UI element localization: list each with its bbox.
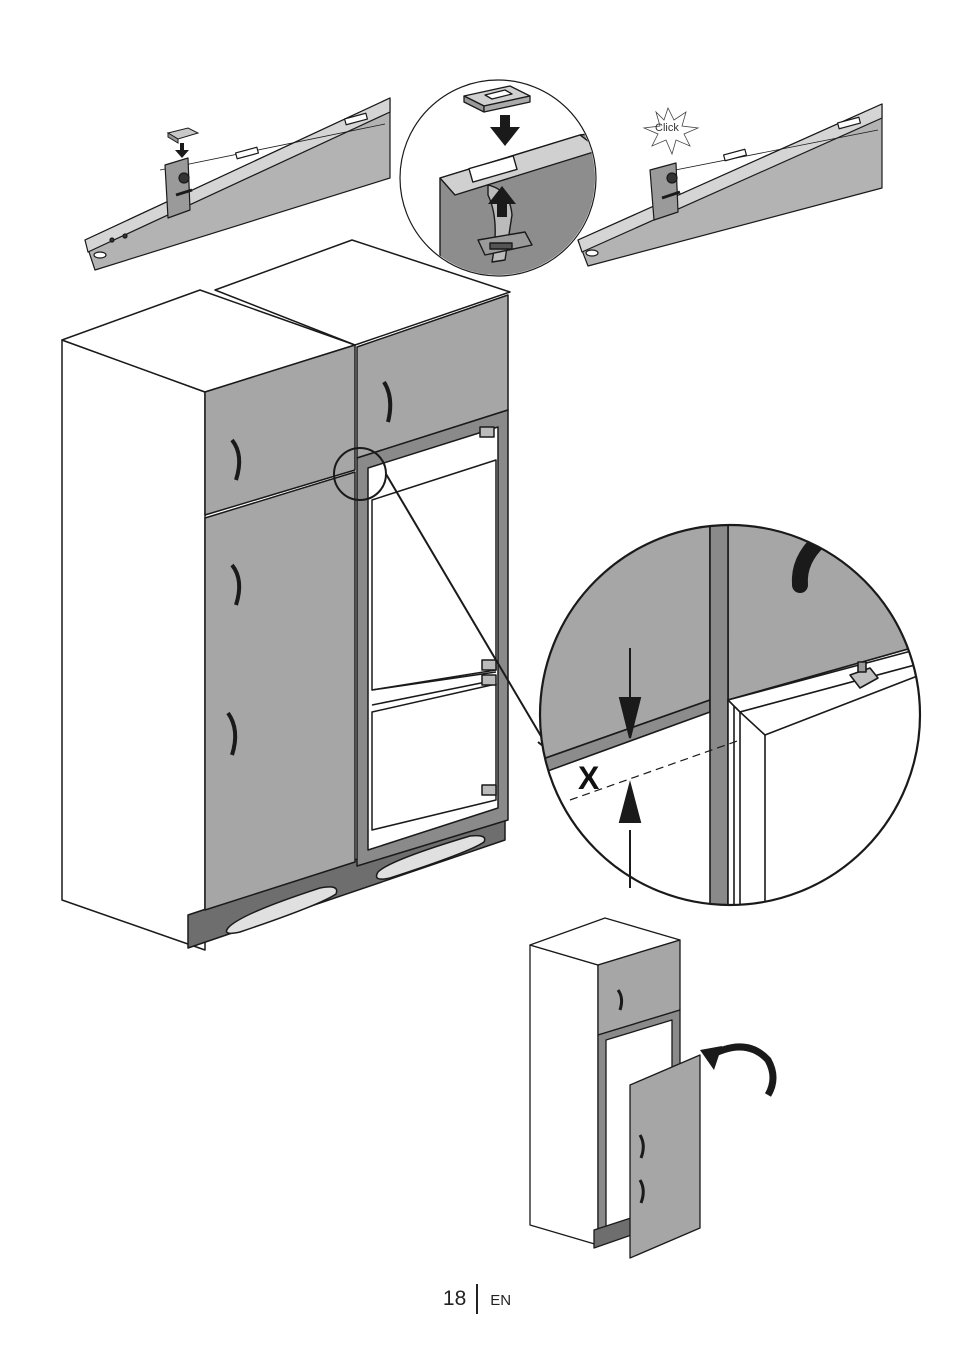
- down-arrow-icon-small: [175, 143, 189, 158]
- magnified-gap-detail: X: [520, 520, 940, 920]
- main-cabinet-assembly: [62, 240, 510, 950]
- dimension-x-label: X: [578, 760, 600, 796]
- hinge-cover-piece-small: [168, 128, 198, 143]
- small-cabinet-door-opening: [530, 918, 700, 1258]
- click-burst: Click: [644, 108, 698, 154]
- page-footer: 18 EN: [0, 1284, 954, 1314]
- page-number: 18: [443, 1287, 476, 1311]
- click-label: Click: [655, 122, 679, 134]
- language-code: EN: [478, 1290, 511, 1309]
- curved-arrow-icon: [700, 1046, 773, 1095]
- step3-rail: [578, 104, 882, 266]
